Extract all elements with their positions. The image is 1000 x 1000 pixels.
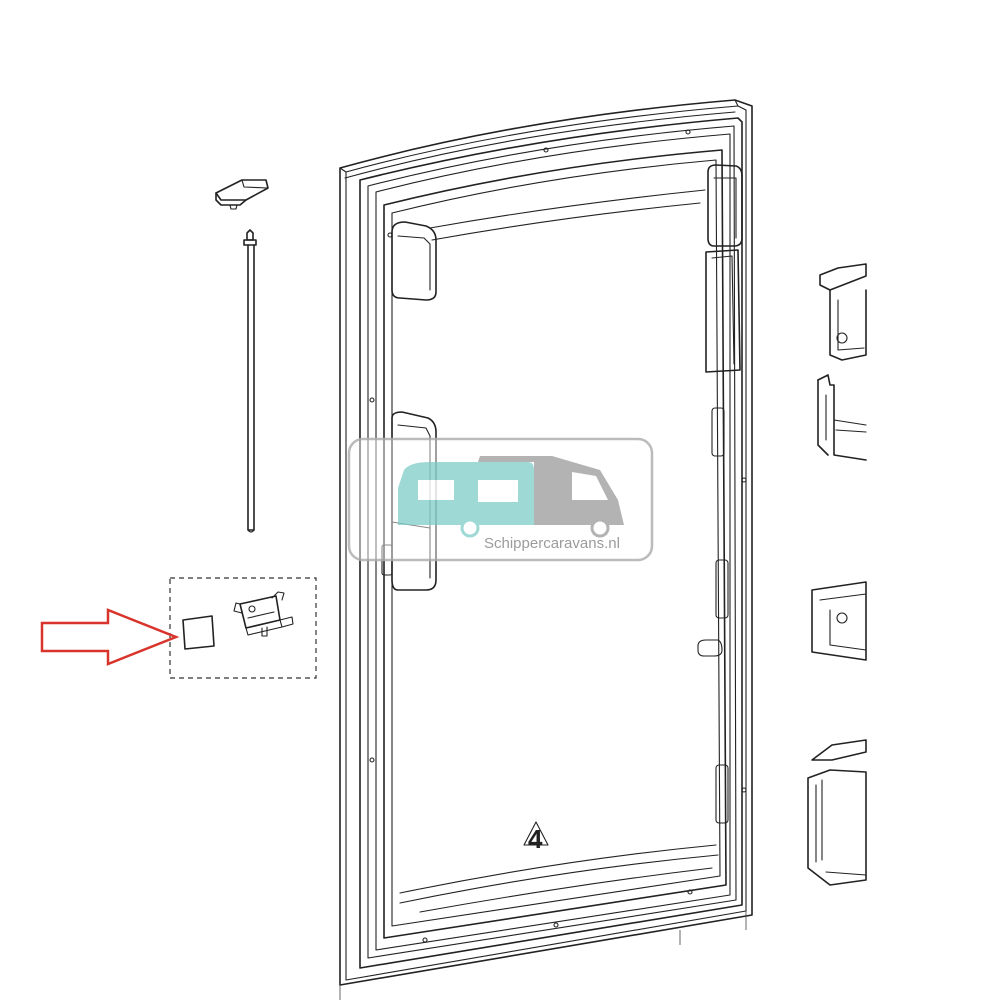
micro-switch-part [233,591,294,637]
door-marking-number: 4 [528,824,543,854]
hinge-rod-part [243,229,257,533]
camper-van-icon [478,456,624,538]
watermark-logo: Schippercaravans.nl [347,437,654,562]
gasket-square [182,615,215,650]
caravan-icon [398,462,534,538]
fridge-door-part: 4 [339,99,753,1000]
door-marking-symbol: 4 [523,821,549,854]
watermark-text: Schippercaravans.nl [484,535,620,552]
callout-arrow [40,608,180,666]
door-shelf-parts [807,263,867,886]
switch-kit-group [169,577,317,679]
hinge-cap-part [215,179,269,210]
